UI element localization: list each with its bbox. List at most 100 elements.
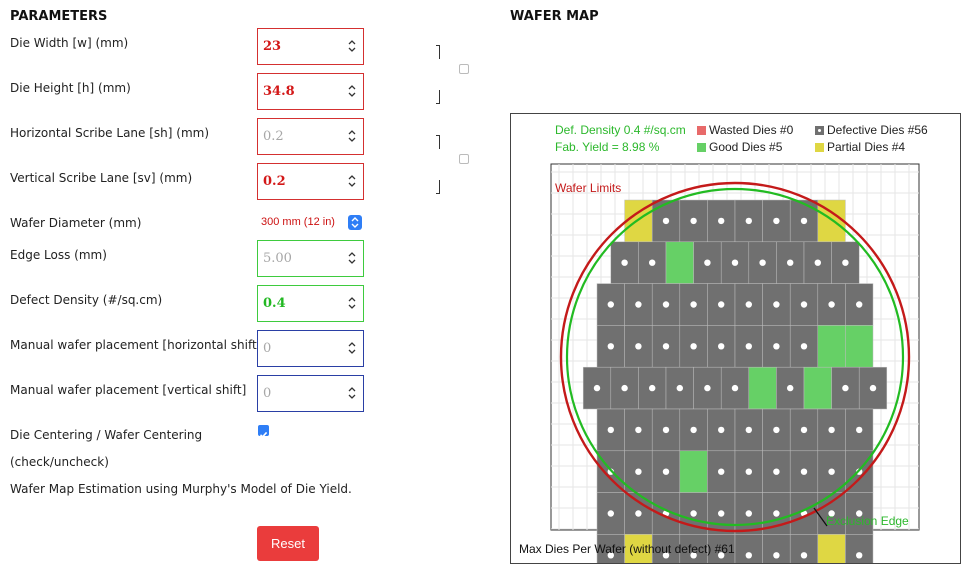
h-shift-value: 0 bbox=[263, 341, 272, 356]
good-die bbox=[665, 241, 694, 284]
wafer-limits-label: Wafer Limits bbox=[555, 181, 622, 195]
estimation-note: Wafer Map Estimation using Murphy's Mode… bbox=[10, 482, 352, 496]
defective-die bbox=[845, 534, 874, 563]
defect-marker bbox=[635, 343, 642, 350]
partial-die bbox=[817, 534, 846, 563]
die-width-input[interactable]: 23 bbox=[257, 28, 364, 65]
wafer-diameter-select[interactable]: 300 mm (12 in) bbox=[257, 214, 364, 232]
defect-marker bbox=[690, 217, 697, 225]
defect-marker bbox=[718, 426, 725, 434]
stepper-icon[interactable] bbox=[348, 386, 356, 400]
defect-marker bbox=[704, 384, 711, 392]
defective-die bbox=[762, 534, 791, 563]
defect-marker bbox=[635, 468, 642, 475]
defect-marker bbox=[828, 301, 835, 308]
defective-die bbox=[734, 325, 763, 368]
defect-marker bbox=[607, 301, 614, 308]
defective-die bbox=[762, 325, 791, 368]
die-height-value: 34.8 bbox=[263, 84, 295, 99]
defect-marker bbox=[773, 217, 780, 225]
good-die bbox=[803, 366, 832, 410]
stepper-icon[interactable] bbox=[348, 174, 356, 188]
defect-marker bbox=[828, 510, 835, 517]
wafer-limit-circle bbox=[559, 181, 911, 533]
die-height-input[interactable]: 34.8 bbox=[257, 73, 364, 110]
defect-marker bbox=[718, 217, 725, 225]
defect-marker bbox=[842, 384, 849, 392]
centering-label: Die Centering / Wafer Centering bbox=[10, 428, 203, 442]
defect-marker bbox=[731, 384, 739, 392]
defect-marker bbox=[856, 510, 863, 517]
defect-marker bbox=[690, 301, 697, 308]
defect-marker bbox=[773, 301, 780, 308]
defect-marker bbox=[690, 552, 697, 559]
legend-wasted: Wasted Dies #0 bbox=[709, 123, 794, 137]
v-scribe-label: Vertical Scribe Lane [sv] (mm) bbox=[10, 171, 193, 185]
defect-marker bbox=[800, 552, 808, 559]
link-bracket-bottom bbox=[436, 90, 440, 104]
defect-marker bbox=[800, 468, 808, 475]
good-die bbox=[679, 450, 708, 493]
good-swatch bbox=[697, 143, 706, 152]
centering-checkbox[interactable] bbox=[258, 425, 269, 438]
stepper-icon[interactable] bbox=[348, 84, 356, 98]
v-shift-label: Manual wafer placement [vertical shift] bbox=[10, 383, 247, 397]
defect-marker bbox=[662, 468, 670, 475]
link-scribe-checkbox[interactable] bbox=[459, 154, 469, 164]
defect-marker bbox=[828, 468, 835, 475]
defect-marker bbox=[690, 426, 697, 434]
chevron-updown-icon[interactable] bbox=[348, 215, 362, 230]
defect-marker bbox=[718, 468, 725, 475]
v-shift-input[interactable]: 0 bbox=[257, 375, 364, 412]
link-bracket-top bbox=[436, 135, 440, 149]
wasted-swatch bbox=[697, 126, 706, 135]
parameters-heading: PARAMETERS bbox=[10, 9, 108, 24]
wafer-canvas bbox=[550, 163, 920, 563]
h-shift-input[interactable]: 0 bbox=[257, 330, 364, 367]
good-die bbox=[845, 325, 874, 368]
stepper-icon[interactable] bbox=[348, 341, 356, 355]
stepper-icon[interactable] bbox=[348, 129, 356, 143]
good-die bbox=[748, 366, 777, 410]
stepper-icon[interactable] bbox=[348, 39, 356, 53]
v-scribe-input[interactable]: 0.2 bbox=[257, 163, 364, 200]
defect-marker bbox=[662, 301, 670, 308]
defect-marker bbox=[690, 510, 697, 517]
fab-yield-text: Fab. Yield = 8.98 % bbox=[555, 140, 660, 154]
defect-marker bbox=[800, 426, 808, 434]
defect-density-value: 0.4 bbox=[263, 296, 286, 311]
h-scribe-value: 0.2 bbox=[263, 129, 284, 144]
reset-button[interactable]: Reset bbox=[257, 526, 319, 561]
defective-die bbox=[789, 534, 819, 563]
defect-marker bbox=[814, 259, 821, 266]
die-grid bbox=[582, 199, 888, 563]
stepper-icon[interactable] bbox=[348, 251, 356, 265]
defect-marker bbox=[621, 384, 628, 392]
defect-density-input[interactable]: 0.4 bbox=[257, 285, 364, 322]
defective-swatch bbox=[815, 126, 824, 135]
defect-marker bbox=[745, 217, 752, 225]
link-dimensions-checkbox[interactable] bbox=[459, 64, 469, 74]
defect-marker bbox=[662, 343, 670, 350]
defect-marker bbox=[856, 301, 863, 308]
h-scribe-input[interactable]: 0.2 bbox=[257, 118, 364, 155]
max-dies-text: Max Dies Per Wafer (without defect) #61 bbox=[519, 542, 735, 556]
defect-marker bbox=[607, 426, 614, 434]
edge-loss-input[interactable]: 5.00 bbox=[257, 240, 364, 277]
edge-loss-value: 5.00 bbox=[263, 251, 292, 266]
wafer-diameter-label: Wafer Diameter (mm) bbox=[10, 216, 142, 230]
link-bracket-bottom bbox=[436, 180, 440, 194]
defect-marker bbox=[745, 343, 752, 350]
stepper-icon[interactable] bbox=[348, 296, 356, 310]
defect-marker bbox=[607, 343, 614, 350]
defect-marker bbox=[731, 259, 739, 266]
defect-marker bbox=[745, 426, 752, 434]
centering-hint: (check/uncheck) bbox=[10, 455, 109, 469]
defect-marker bbox=[869, 384, 877, 392]
exclusion-circle bbox=[565, 187, 905, 527]
die-width-label: Die Width [w] (mm) bbox=[10, 36, 129, 50]
legend-partial: Partial Dies #4 bbox=[827, 140, 906, 154]
v-shift-value: 0 bbox=[263, 386, 272, 401]
defect-marker bbox=[745, 510, 752, 517]
wafer-map-heading: WAFER MAP bbox=[510, 9, 599, 24]
